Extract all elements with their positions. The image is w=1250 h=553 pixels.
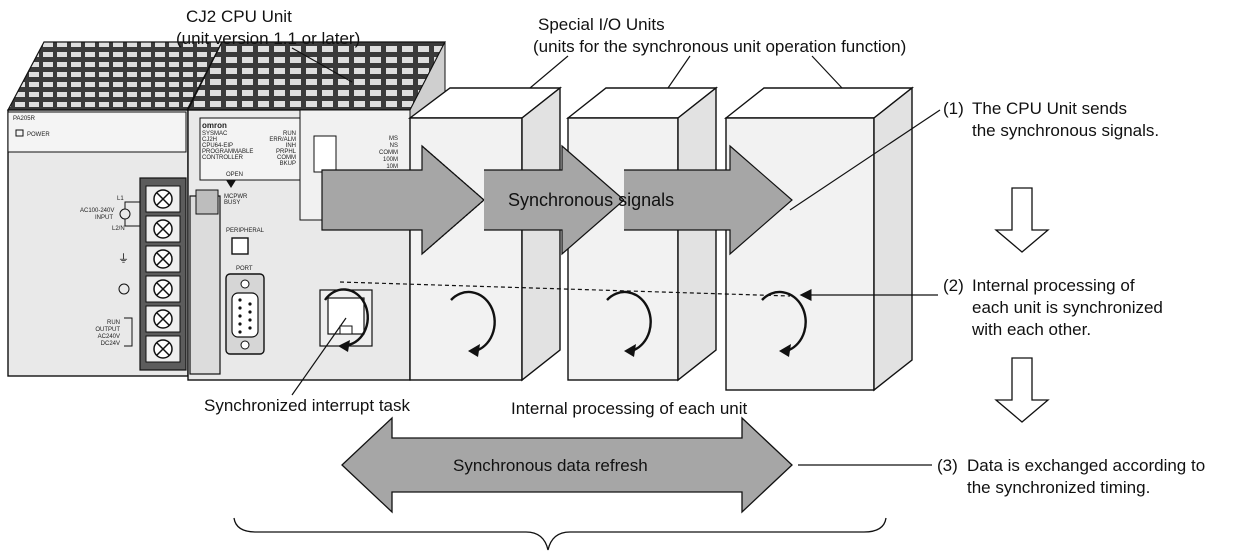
synchronous-signal-arrows — [321, 144, 793, 256]
step-2-line-2: each unit is synchronized — [972, 298, 1163, 317]
step-2-line-3: with each other. — [972, 320, 1092, 339]
sync-arrow-3 — [624, 146, 792, 254]
err-status: ERR/ALM — [269, 137, 296, 143]
busy-label: BUSY — [224, 200, 240, 206]
step-arrow-1 — [994, 187, 1050, 253]
special-io-title: Special I/O Units — [538, 15, 665, 34]
cpu-unit-version: (unit version 1.1 or later) — [176, 29, 361, 48]
peripheral-label: PERIPHERAL — [226, 228, 265, 234]
omron-brand: omron — [202, 121, 227, 130]
ground-icon — [118, 283, 130, 295]
step-1-number: (1) — [943, 99, 964, 118]
sync-data-refresh-label: Synchronous data refresh — [453, 456, 648, 475]
terminal-screws — [145, 185, 181, 363]
processing-cycle-icons — [324, 288, 807, 357]
power-led-icon — [15, 129, 24, 137]
sysmac-label: SYSMAC — [202, 131, 228, 137]
open-triangle-icon — [226, 180, 236, 188]
power-model-label: PA205R — [13, 116, 36, 122]
step-arrow-2 — [994, 357, 1050, 423]
step-1-line-1: The CPU Unit sends — [972, 99, 1127, 118]
memory-card-cover — [189, 195, 221, 375]
sync-interrupt-task-label: Synchronized interrupt task — [204, 396, 410, 415]
100m-label: 100M — [383, 157, 398, 163]
cycle-icon-unit-2 — [606, 290, 652, 357]
output-label: OUTPUT — [95, 327, 120, 333]
step-3-number: (3) — [937, 456, 958, 475]
leader-lines — [291, 47, 941, 466]
special-io-unit-3 — [723, 86, 915, 392]
cpu-unit-title: CJ2 CPU Unit — [186, 7, 292, 26]
cycle-icon-cpu — [324, 288, 369, 352]
sync-data-refresh-arrow — [341, 416, 793, 514]
cycle-icon-unit-1 — [450, 290, 496, 357]
inh-status: INH — [286, 143, 296, 149]
comm-status: COMM — [277, 155, 296, 161]
internal-processing-label: Internal processing of each unit — [511, 399, 748, 418]
sync-dashed-line — [339, 281, 791, 297]
bottom-brace — [233, 517, 887, 551]
cpu-model-label: CPU64-EIP — [202, 143, 233, 149]
step-3-line-1: Data is exchanged according to — [967, 456, 1206, 475]
step-arrows — [994, 187, 1050, 423]
sync-signals-label: Synchronous signals — [508, 190, 675, 210]
bkup-status: BKUP — [280, 161, 296, 167]
controller-label: CONTROLLER — [202, 155, 244, 161]
run-status: RUN — [283, 131, 296, 137]
dc24v-label: DC24V — [101, 341, 120, 347]
10m-label: 10M — [386, 164, 398, 170]
step-3-line-2: the synchronized timing. — [967, 478, 1151, 497]
l2n-label: L2/N — [112, 226, 125, 232]
power-label: POWER — [27, 132, 50, 138]
step-1-line-2: the synchronous signals. — [972, 121, 1160, 140]
step-2-number: (2) — [943, 276, 964, 295]
ac240v-label: AC240V — [98, 334, 120, 340]
frame-ground-icon: ⏚ — [118, 252, 129, 265]
sync-arrow-1 — [321, 144, 485, 256]
prphl-status: PRPHL — [276, 149, 297, 155]
sync-arrow-2 — [484, 146, 624, 254]
ns-label: NS — [390, 143, 398, 149]
peripheral-port — [231, 237, 249, 255]
programmable-label: PROGRAMMABLE — [202, 149, 253, 155]
ms-label: MS — [389, 136, 398, 142]
input-voltage-label: AC100-240V — [80, 208, 114, 214]
port-label: PORT — [236, 266, 253, 272]
cj2h-label: CJ2H — [202, 137, 217, 143]
run-label: RUN — [107, 320, 120, 326]
special-io-unit-2 — [565, 86, 719, 382]
power-supply-unit: PA205R POWER L1 AC100-240V I — [7, 41, 223, 377]
open-label: OPEN — [226, 172, 243, 178]
special-io-subtitle: (units for the synchronous unit operatio… — [533, 37, 907, 56]
input-word-label: INPUT — [95, 215, 113, 221]
mcpwr-label: MCPWR — [224, 194, 248, 200]
step-2-line-1: Internal processing of — [972, 276, 1135, 295]
seven-seg-display — [313, 135, 337, 173]
cycle-icon-unit-3 — [761, 290, 807, 357]
l1-label: L1 — [117, 196, 124, 202]
comm-label: COMM — [379, 150, 398, 156]
